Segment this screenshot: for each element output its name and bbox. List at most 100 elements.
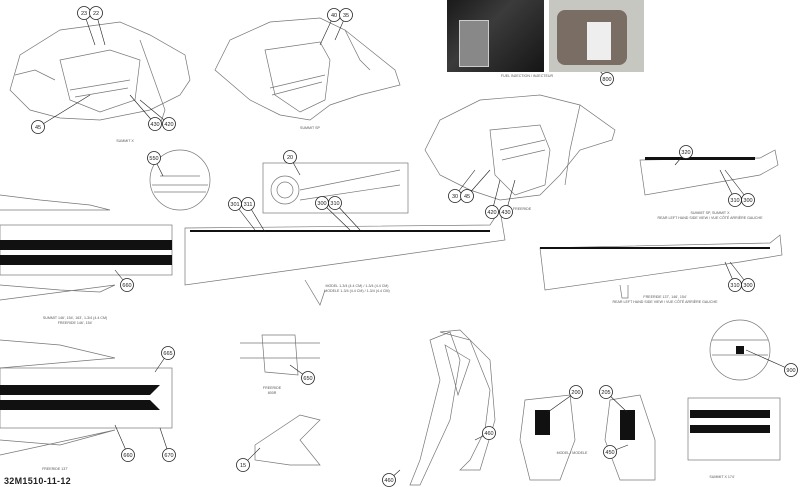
callout-number: 300 <box>743 283 752 289</box>
callout-200: 200 <box>569 385 583 399</box>
tunnel-top-summit-x <box>687 397 781 461</box>
callout-number: 660 <box>123 453 132 459</box>
callout-number: 460 <box>484 431 493 437</box>
detail-circle-550 <box>149 149 211 211</box>
document-code: 32M1510-11-12 <box>4 476 71 486</box>
callout-circle <box>31 120 45 134</box>
caption-line: FREERIDE 146', 154' <box>57 321 93 325</box>
caption-freeride: FREERIDE <box>512 207 532 211</box>
callout-number: 300 <box>743 198 752 204</box>
callout-circle <box>147 151 161 165</box>
caption-summit-sp: SUMMIT SP <box>300 126 320 130</box>
callout-circle <box>499 205 513 219</box>
caption-rear-freeride: FREERIDE 137', 146', 154'REAR LEFT HAND … <box>613 295 718 305</box>
callout-circle <box>600 72 614 86</box>
callout-205: 205 <box>599 385 613 399</box>
side-panel-left <box>409 331 461 486</box>
callout-number: 45 <box>464 194 470 200</box>
caption-line: REAR LEFT HAND SIDE VIEW / VUE CÔTÉ ARRI… <box>657 216 763 220</box>
callout-660: 660 <box>120 278 134 292</box>
callout-circle <box>741 278 755 292</box>
callout-number: 420 <box>487 210 496 216</box>
callout-450: 450 <box>603 445 617 459</box>
caption-line: SUMMIT SP, SUMMIT X <box>690 211 730 215</box>
callout-circle <box>162 448 176 462</box>
callout-circle <box>339 8 353 22</box>
caption-model-note: MODEL / MODELE <box>556 451 588 455</box>
callout-number: 35 <box>343 13 349 19</box>
caption-line: REAR LEFT HAND SIDE VIEW / VUE CÔTÉ ARRI… <box>612 300 718 304</box>
callout-circle <box>89 6 103 20</box>
callout-number: 650 <box>303 376 312 382</box>
detail-circle-900 <box>709 319 771 381</box>
callout-35: 35 <box>339 8 353 22</box>
callout-22: 22 <box>89 6 103 20</box>
callout-circle <box>569 385 583 399</box>
callout-420: 420 <box>162 117 176 131</box>
tunnel-top-lower <box>0 339 116 369</box>
callout-300: 300 <box>741 193 755 207</box>
callout-number: 23 <box>81 11 87 17</box>
callout-550: 550 <box>147 151 161 165</box>
photo-fuel-injection <box>447 0 544 72</box>
callout-665: 665 <box>161 346 175 360</box>
callout-800: 800 <box>600 72 614 86</box>
callout-circle <box>161 346 175 360</box>
callout-number: 15 <box>240 463 246 469</box>
callout-number: 30 <box>452 194 458 200</box>
callout-number: 40 <box>331 13 337 19</box>
knee-pad-left <box>519 394 576 481</box>
callout-number: 320 <box>681 150 690 156</box>
caption-tunnel-summit: SUMMIT 146', 154', 163', 1-3/4 (4.4 CM)F… <box>43 316 107 326</box>
callout-circle <box>784 363 798 377</box>
callout-circle <box>301 371 315 385</box>
callout-number: 900 <box>786 368 795 374</box>
callout-circle <box>121 448 135 462</box>
caption-line: MODEL 1-3/4 (4.4 CM) / 1-3/4 (4.4 CM) <box>325 284 389 288</box>
callout-311: 311 <box>241 197 255 211</box>
callout-circle <box>679 145 693 159</box>
leader-line <box>745 349 792 371</box>
rear-side-freeride <box>539 234 783 291</box>
callout-circle <box>482 426 496 440</box>
caption-line: SUMMIT 146', 154', 163', 1-3/4 (4.4 CM) <box>42 316 108 320</box>
callout-number: 22 <box>93 11 99 17</box>
callout-circle <box>162 117 176 131</box>
callout-310: 310 <box>728 278 742 292</box>
callout-circle <box>603 445 617 459</box>
handlebar-pad <box>261 334 299 376</box>
caption-line: FREERIDE 137', 146', 154' <box>643 295 687 299</box>
callout-number: 205 <box>601 390 610 396</box>
callout-number: 310 <box>730 198 739 204</box>
callout-number: 45 <box>35 125 41 131</box>
side-panel-right <box>439 329 496 471</box>
callout-number: 430 <box>501 210 510 216</box>
callout-number: 310 <box>730 283 739 289</box>
tunnel-top-upper <box>0 194 111 211</box>
callout-circle <box>120 278 134 292</box>
caption-line: MODELE 1-3/4 (4.4 CM) / 1-3/4 (4.4 CM) <box>324 289 390 293</box>
photo-component <box>549 0 644 72</box>
callout-650: 650 <box>301 371 315 385</box>
callout-300: 300 <box>741 278 755 292</box>
knee-pad-right <box>604 394 656 481</box>
callout-30: 30 <box>448 189 462 203</box>
callout-number: 301 <box>230 202 239 208</box>
callout-circle <box>599 385 613 399</box>
tunnel-side-model <box>184 209 506 286</box>
callout-number: 665 <box>163 351 172 357</box>
caption-freeride-137: FREERIDE 137' <box>42 467 68 471</box>
callout-300: 300 <box>315 196 329 210</box>
caption-fuel-injection: FUEL INJECTION / INJECTEUR <box>500 74 554 78</box>
callout-45: 45 <box>31 120 45 134</box>
hood-freeride <box>424 94 616 201</box>
callout-301: 301 <box>228 197 242 211</box>
callout-circle <box>148 117 162 131</box>
callout-number: 800 <box>602 77 611 83</box>
caption-line: FREERIDE <box>262 386 282 390</box>
callout-23: 23 <box>77 6 91 20</box>
callout-310: 310 <box>728 193 742 207</box>
callout-number: 300 <box>317 201 326 207</box>
